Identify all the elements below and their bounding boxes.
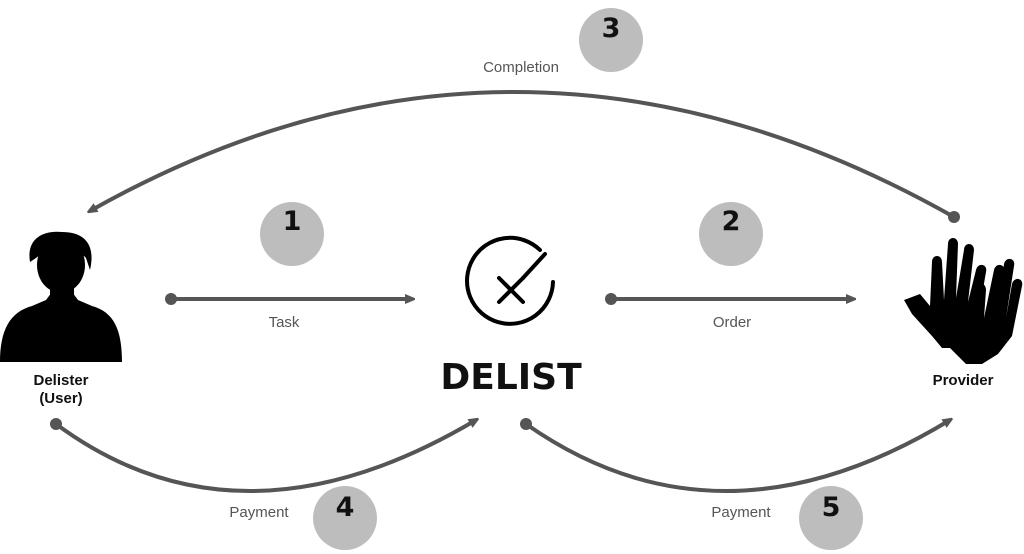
- step-1-badge: [260, 202, 324, 266]
- order-arrow-start-dot: [605, 293, 617, 305]
- task-label: Task: [269, 314, 300, 331]
- completion-flow: 3 Completion: [90, 8, 960, 223]
- person-silhouette-icon: [0, 231, 122, 362]
- step-3-number: 3: [602, 13, 621, 44]
- order-flow: 2 Order: [605, 202, 853, 331]
- payment-user-label: Payment: [229, 504, 289, 521]
- user-label-line2: (User): [39, 390, 82, 407]
- payment-user-flow: 4 Payment: [50, 418, 476, 550]
- gloves-icon: [904, 238, 1023, 364]
- step-4-number: 4: [336, 492, 355, 523]
- payment-provider-arrow: [524, 420, 950, 493]
- delist-logo: DELIST: [440, 235, 582, 398]
- step-1-number: 1: [283, 206, 302, 237]
- completion-arrow-start-dot: [948, 211, 960, 223]
- step-2-badge: [699, 202, 763, 266]
- provider-actor: Provider: [904, 238, 1023, 389]
- payment-provider-flow: 5 Payment: [520, 418, 950, 550]
- user-actor: Delister (User): [0, 231, 122, 407]
- payment-user-arrow: [54, 420, 476, 493]
- step-5-badge: [799, 486, 863, 550]
- payment-provider-label: Payment: [711, 504, 771, 521]
- step-3-badge: [579, 8, 643, 72]
- task-flow: 1 Task: [165, 202, 412, 331]
- step-5-number: 5: [822, 492, 841, 523]
- user-label-line1: Delister: [33, 372, 88, 389]
- task-arrow-start-dot: [165, 293, 177, 305]
- step-2-number: 2: [722, 206, 741, 237]
- payment-provider-arrow-start-dot: [520, 418, 532, 430]
- order-label: Order: [713, 314, 751, 331]
- payment-user-arrow-start-dot: [50, 418, 62, 430]
- completion-arrow: [90, 90, 955, 219]
- brand-name: DELIST: [440, 357, 582, 398]
- completion-label: Completion: [483, 59, 559, 76]
- provider-label: Provider: [933, 372, 994, 389]
- delist-logo-icon: [465, 235, 555, 326]
- step-4-badge: [313, 486, 377, 550]
